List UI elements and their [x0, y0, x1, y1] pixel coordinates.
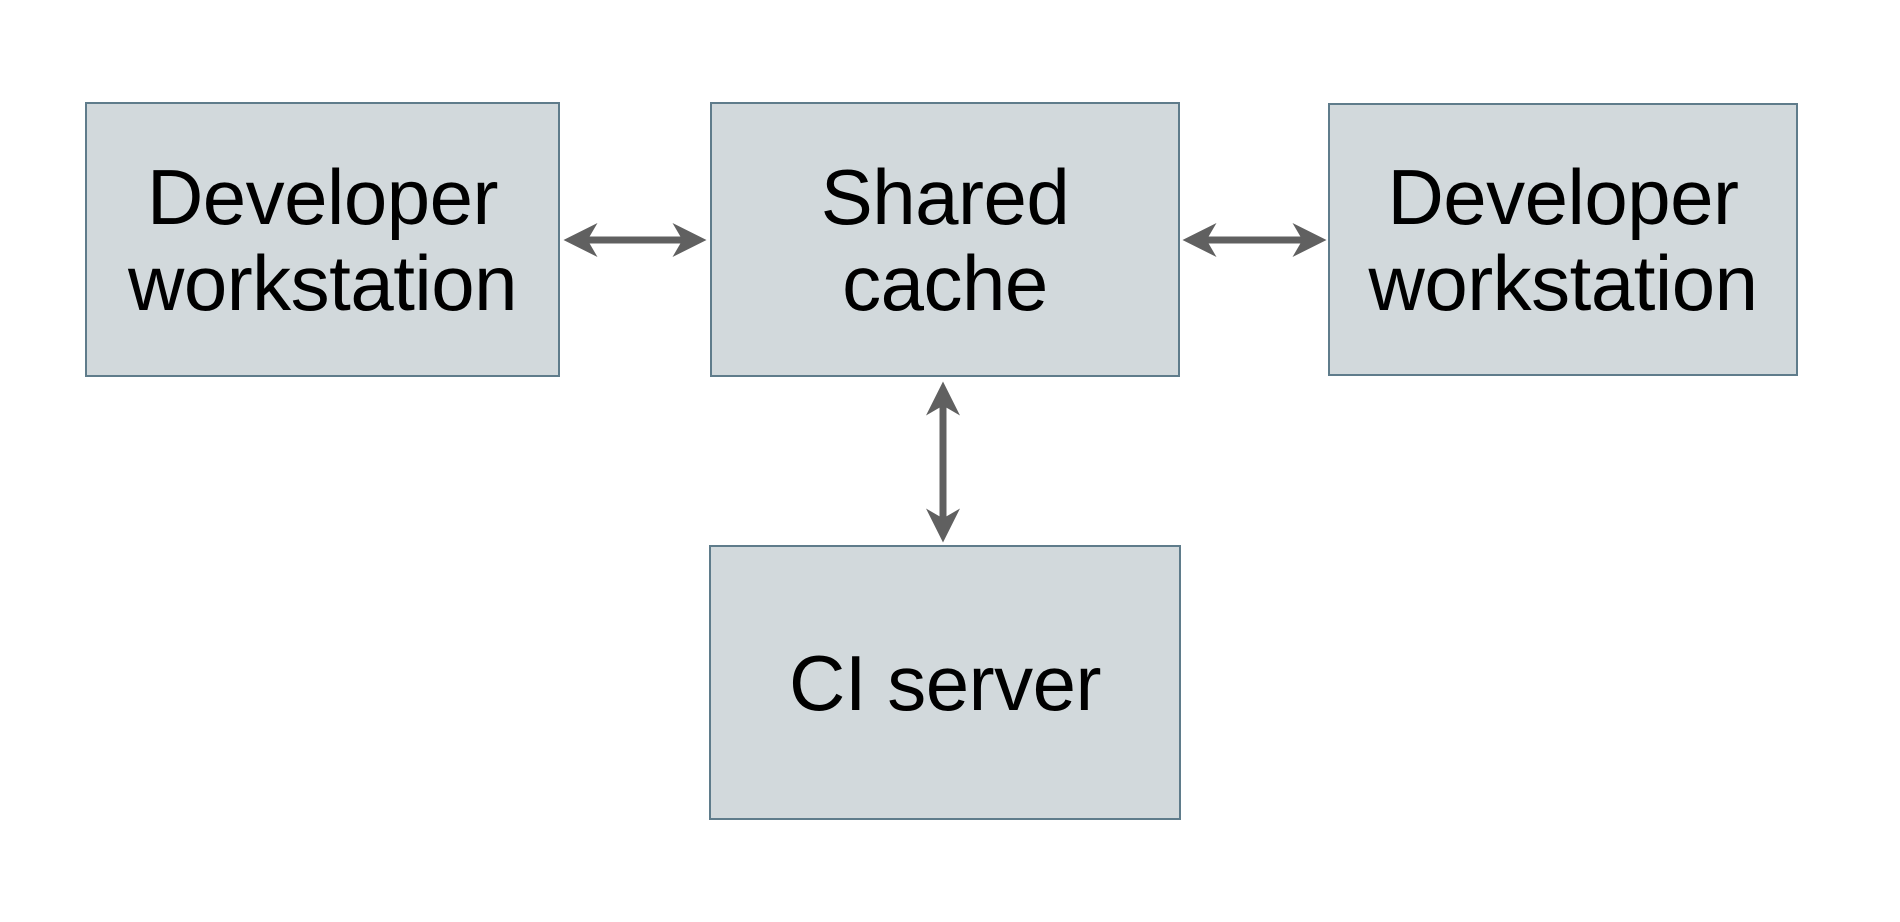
node-label-line: Developer: [1387, 152, 1739, 241]
node-label-line: cache: [842, 238, 1048, 327]
node-label-line: workstation: [128, 238, 518, 327]
node-label-line: CI server: [789, 638, 1101, 727]
node-label-line: Developer: [146, 152, 499, 241]
node-ci-server: CI server: [709, 545, 1181, 820]
node-shared-cache: Shared cache: [710, 102, 1180, 377]
node-developer-workstation-right: Developer workstation: [1328, 103, 1798, 376]
node-label-line: Shared: [820, 152, 1070, 241]
node-developer-workstation-left: Developer workstation: [85, 102, 560, 377]
node-label-line: workstation: [1368, 238, 1759, 327]
